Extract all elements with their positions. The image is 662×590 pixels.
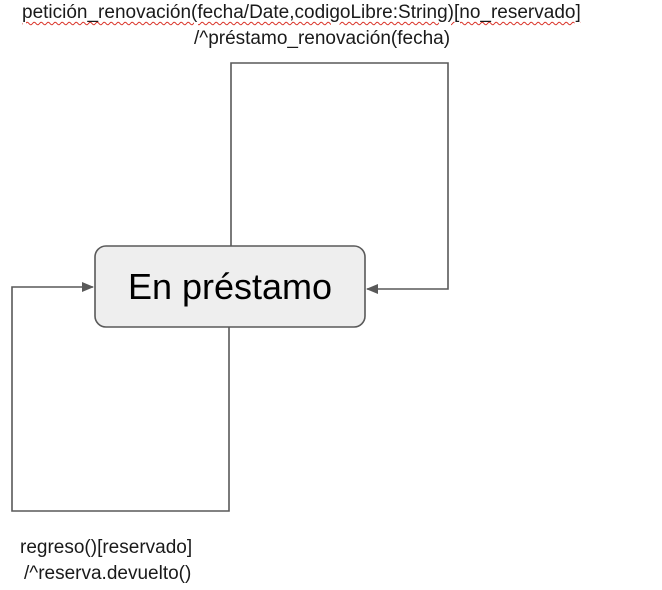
state-node-en-prestamo[interactable] — [94, 245, 366, 328]
state-name-label: En préstamo — [127, 265, 333, 307]
return-action-label: /^reserva.devuelto() — [24, 563, 192, 584]
return-transition-edge — [11, 282, 230, 512]
renewal-action-label: /^préstamo_renovación(fecha) — [194, 28, 451, 49]
renewal-trigger-label: petición_renovación(fecha/Date,codigoLib… — [22, 2, 581, 23]
renewal-transition-edge — [230, 62, 449, 294]
return-trigger-label: regreso()[reservado] — [20, 537, 193, 558]
